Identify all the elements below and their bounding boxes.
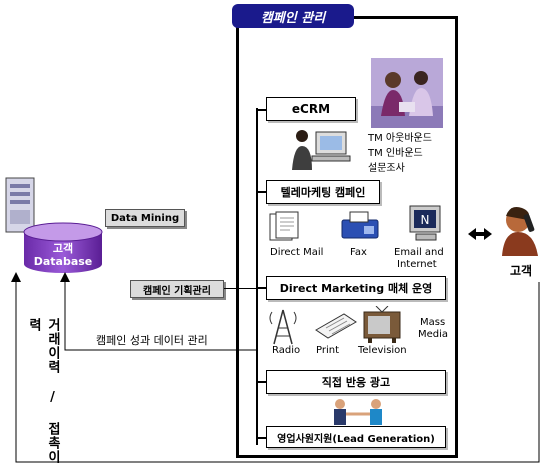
- database-label-line2: Database: [33, 255, 93, 268]
- double-arrow-icon: [468, 228, 492, 240]
- direct-response-box: 직접 반응 광고: [266, 370, 446, 394]
- meeting-photo-icon: [371, 58, 443, 128]
- survey-label: 설문조사: [368, 163, 405, 174]
- tm-inbound-label: TM 인바운드: [368, 148, 423, 159]
- campaign-title: 캠페인 관리: [232, 4, 354, 28]
- fax-icon: [341, 211, 379, 239]
- planning-connector: [224, 288, 266, 289]
- computer-user-icon: [292, 130, 351, 170]
- newspaper-icon: [315, 313, 357, 339]
- fax-label: Fax: [350, 247, 367, 258]
- customer-label: 고객: [510, 264, 533, 278]
- tv-icon: [363, 306, 401, 343]
- mail-icon: [269, 211, 299, 241]
- connector-direct-response: [256, 381, 266, 383]
- mass-media-label-line2: Media: [418, 329, 449, 340]
- database-icon: [23, 222, 103, 273]
- connector-telemarketing: [256, 191, 266, 193]
- monitor-icon: N: [409, 205, 441, 241]
- performance-flow-label: 캠페인 성과 데이터 관리: [96, 334, 208, 347]
- telemarketing-box: 텔레마케팅 캠페인: [266, 180, 380, 204]
- antenna-icon: [269, 309, 297, 345]
- sales-support-box: 영업사원지원(Lead Generation): [266, 426, 446, 448]
- svg-text:N: N: [421, 213, 430, 227]
- database-label: 고객 Database: [22, 242, 104, 268]
- television-label: Television: [358, 345, 407, 356]
- server-icon: [5, 177, 35, 233]
- radio-label: Radio: [272, 345, 301, 356]
- direct-mail-label: Direct Mail: [270, 247, 324, 258]
- connector-ecrm: [256, 109, 266, 111]
- campaign-planning-tag: 캠페인 기획관리: [130, 280, 224, 298]
- handshake-icon: [334, 399, 382, 425]
- email-label-line1: Email and: [394, 247, 444, 258]
- email-label-line2: Internet: [397, 259, 437, 270]
- ecrm-box: eCRM: [266, 97, 356, 121]
- history-flow-label: 거래이력 / 접촉이력: [26, 318, 60, 464]
- tm-outbound-label: TM 아웃바운드: [368, 133, 432, 144]
- phone-man-icon: [502, 207, 538, 256]
- mass-media-label-line1: Mass: [420, 317, 446, 328]
- data-mining-tag: Data Mining: [105, 209, 185, 227]
- performance-flow-arrow: [60, 272, 256, 351]
- connector-sales-support: [256, 437, 266, 439]
- history-flow-arrow: [11, 272, 540, 463]
- frame-spine: [256, 108, 258, 445]
- database-label-line1: 고객: [52, 242, 74, 255]
- print-label: Print: [316, 345, 340, 356]
- direct-marketing-box: Direct Marketing 매체 운영: [266, 276, 446, 300]
